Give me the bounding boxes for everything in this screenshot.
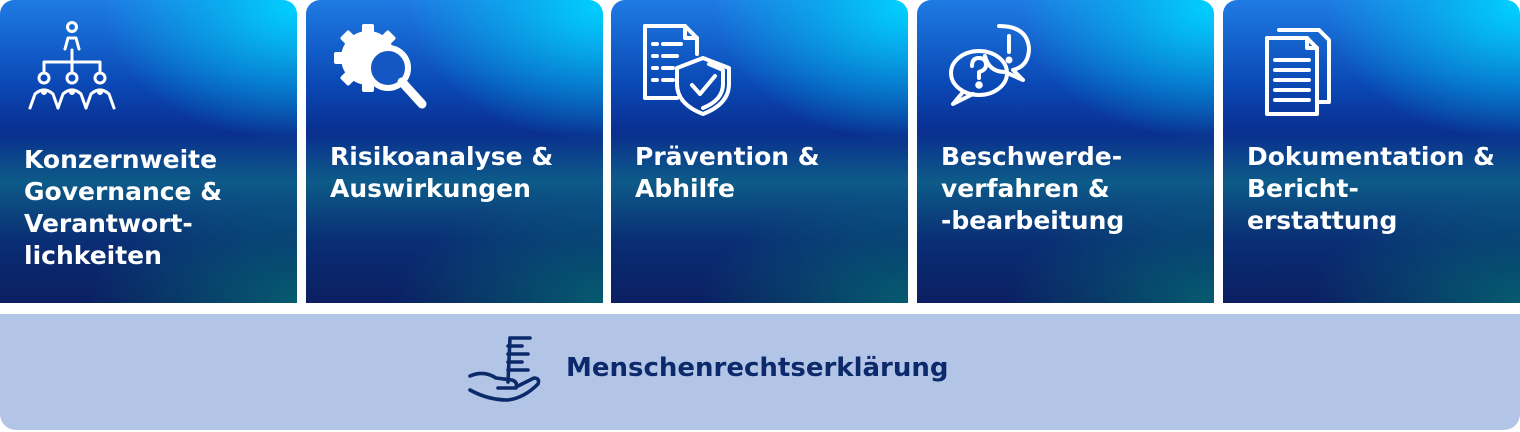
- pillar-label: Dokumentation & Bericht- erstattung: [1247, 142, 1495, 235]
- foundation-label: Menschenrechtserklärung: [566, 353, 949, 383]
- pillar-risk-analysis: Risikoanalyse & Auswirkungen: [306, 0, 603, 303]
- pillar-label: Prävention & Abhilfe: [635, 142, 820, 203]
- pillar-complaints: Beschwerde- verfahren & -bearbeitung: [917, 0, 1214, 303]
- pillar-governance: Konzernweite Governance & Verantwort- li…: [0, 0, 297, 303]
- pillar-label: Risikoanalyse & Auswirkungen: [330, 142, 554, 203]
- speech-bubbles-icon: [939, 18, 1039, 118]
- document-shield-icon: [633, 18, 733, 118]
- foundation-bar: Menschenrechtserklärung: [0, 314, 1520, 430]
- pillar-label: Konzernweite Governance & Verantwort- li…: [24, 145, 223, 270]
- hand-document-icon: [466, 334, 542, 410]
- org-chart-icon: [22, 18, 122, 118]
- pillar-documentation: Dokumentation & Bericht- erstattung: [1223, 0, 1520, 303]
- documents-icon: [1245, 18, 1345, 118]
- pillar-label: Beschwerde- verfahren & -bearbeitung: [941, 142, 1125, 235]
- pillar-prevention: Prävention & Abhilfe: [611, 0, 908, 303]
- gear-magnifier-icon: [328, 18, 428, 118]
